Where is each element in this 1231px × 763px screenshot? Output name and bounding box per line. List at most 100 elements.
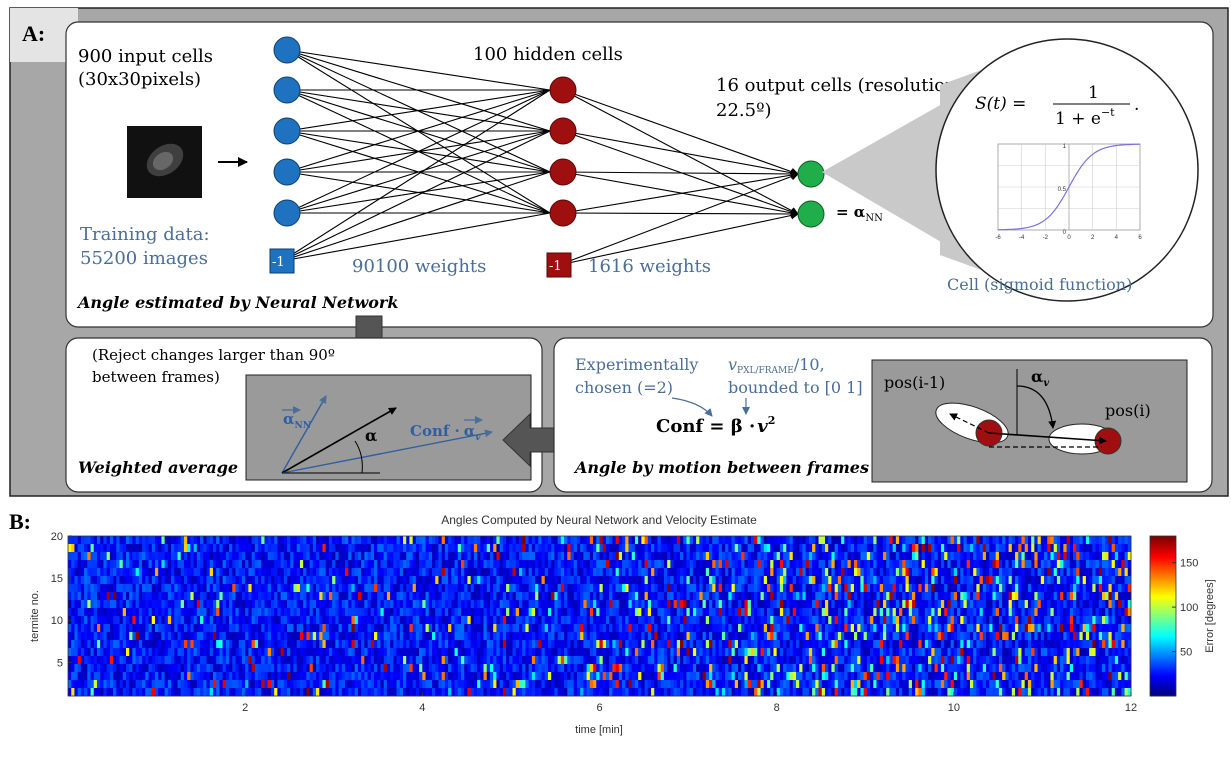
heatmap-cell [1069, 640, 1074, 649]
heatmap-cell [647, 592, 652, 601]
heatmap-cell [767, 632, 771, 641]
heatmap-cell [222, 632, 227, 641]
heatmap-cell [712, 568, 716, 577]
heatmap-cell [393, 648, 397, 657]
heatmap-cell [370, 624, 375, 633]
heatmap-cell [615, 568, 620, 577]
heatmap-cell [251, 552, 256, 561]
heatmap-cell [241, 592, 246, 601]
heatmap-cell [857, 608, 861, 617]
heatmap-cell [345, 544, 349, 553]
heatmap-cell [670, 536, 674, 545]
heatmap-cell [174, 616, 178, 625]
heatmap-cell [1076, 544, 1080, 553]
heatmap-cell [998, 632, 1003, 641]
heatmap-cell [386, 624, 391, 633]
heatmap-cell [586, 648, 591, 657]
heatmap-cell [841, 544, 845, 553]
heatmap-cell [74, 632, 79, 641]
heatmap-cell [573, 584, 578, 593]
heatmap-cell [870, 632, 874, 641]
heatmap-cell [177, 552, 182, 561]
heatmap-cell [821, 616, 826, 625]
heatmap-cell [367, 592, 372, 601]
heatmap-cell [1069, 576, 1074, 585]
heatmap-cell [1073, 616, 1077, 625]
heatmap-cell [599, 576, 604, 585]
heatmap-cell [1015, 552, 1019, 561]
heatmap-cell [209, 576, 214, 585]
heatmap-cell [390, 648, 394, 657]
heatmap-cell [528, 560, 533, 569]
heatmap-cell [522, 616, 526, 625]
heatmap-cell [728, 600, 732, 609]
heatmap-cell [757, 560, 761, 569]
heatmap-cell [1040, 584, 1045, 593]
heatmap-cell [1069, 552, 1074, 561]
heatmap-cell [444, 632, 449, 641]
heatmap-cell [328, 616, 333, 625]
heatmap-cell [628, 536, 633, 545]
heatmap-cell [206, 536, 211, 545]
heatmap-cell [612, 616, 616, 625]
heatmap-cell [570, 552, 575, 561]
heatmap-cell [676, 624, 681, 633]
heatmap-cell [544, 608, 549, 617]
heatmap-cell [789, 600, 794, 609]
heatmap-cell [586, 592, 591, 601]
heatmap-cell [367, 648, 372, 657]
heatmap-cell [306, 568, 310, 577]
heatmap-cell [390, 632, 394, 641]
heatmap-cell [1053, 544, 1058, 553]
heatmap-cell [1053, 536, 1058, 545]
heatmap-cell [241, 624, 246, 633]
heatmap-cell [776, 600, 781, 609]
heatmap-cell [789, 536, 794, 545]
heatmap-cell [547, 560, 552, 569]
heatmap-cell [1056, 616, 1061, 625]
heatmap-cell [1092, 560, 1096, 569]
heatmap-cell [493, 600, 497, 609]
heatmap-cell [264, 576, 269, 585]
heatmap-cell [470, 592, 475, 601]
heatmap-cell [432, 576, 436, 585]
heatmap-cell [976, 640, 980, 649]
heatmap-cell [795, 624, 800, 633]
heatmap-cell [377, 568, 381, 577]
heatmap-cell [892, 608, 897, 617]
heatmap-cell [193, 584, 198, 593]
heatmap-cell [264, 544, 269, 553]
heatmap-cell [167, 608, 172, 617]
heatmap-cell [589, 600, 594, 609]
heatmap-cell [515, 560, 520, 569]
heatmap-cell [1018, 552, 1022, 561]
heatmap-cell [438, 544, 443, 553]
heatmap-cell [151, 616, 156, 625]
heatmap-cell [303, 616, 307, 625]
heatmap-cell [122, 552, 127, 561]
heatmap-cell [370, 560, 375, 569]
heatmap-cell [251, 632, 256, 641]
heatmap-cell [1069, 560, 1074, 569]
heatmap-cell [596, 536, 600, 545]
heatmap-cell [702, 576, 707, 585]
heatmap-cell [731, 544, 736, 553]
heatmap-cell [1085, 536, 1090, 545]
heatmap-cell [547, 648, 552, 657]
heatmap-cell [460, 632, 465, 641]
heatmap-cell [280, 640, 285, 649]
heatmap-cell [351, 536, 356, 545]
heatmap-cell [238, 568, 243, 577]
heatmap-cell [931, 632, 935, 641]
heatmap-cell [103, 544, 108, 553]
heatmap-cell [77, 640, 82, 649]
heatmap-cell [634, 640, 639, 649]
heatmap-cell [1092, 536, 1096, 545]
heatmap-cell [1024, 536, 1029, 545]
heatmap-cell [370, 616, 375, 625]
heatmap-cell [493, 648, 497, 657]
heatmap-cell [889, 544, 894, 553]
heatmap-cell [203, 576, 207, 585]
heatmap-cell [789, 576, 794, 585]
heatmap-cell [551, 600, 555, 609]
